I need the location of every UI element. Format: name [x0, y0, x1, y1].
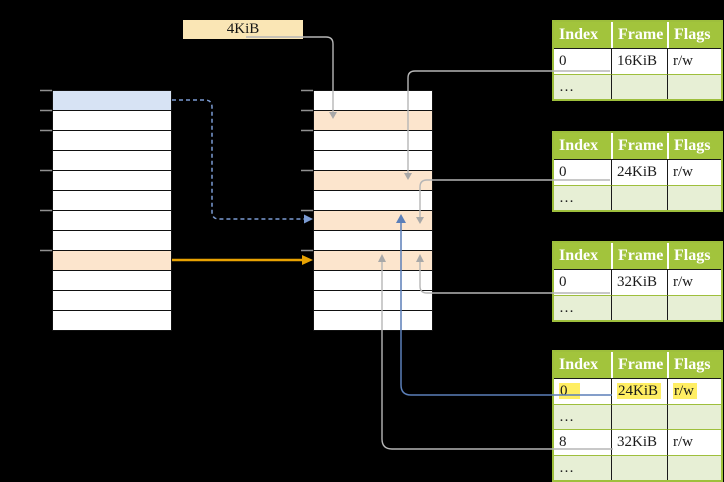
- memory-row-plain: [53, 151, 171, 171]
- memory-row-orange: [314, 211, 432, 231]
- column-header-frame: Frame: [611, 22, 667, 48]
- column-header-index: Index: [554, 243, 611, 269]
- table-cell: …: [554, 74, 611, 99]
- table-cell: …: [554, 185, 611, 210]
- memory-row-plain: [314, 231, 432, 251]
- column-header-flags: Flags: [667, 133, 721, 159]
- memory-row-plain: [53, 171, 171, 191]
- memory-row-plain: [53, 311, 171, 330]
- table-cell: …: [554, 295, 611, 320]
- table-cell: [667, 404, 721, 429]
- table-cell: 16KiB: [611, 48, 667, 74]
- table-row: …: [554, 455, 721, 480]
- memory-row-plain: [53, 111, 171, 131]
- table-row: …: [554, 185, 721, 210]
- table-cell: [611, 404, 667, 429]
- table-cell: r/w: [667, 378, 721, 404]
- column-header-flags: Flags: [667, 22, 721, 48]
- column-header-frame: Frame: [611, 243, 667, 269]
- memory-row-orange: [314, 251, 432, 271]
- table-cell: [611, 295, 667, 320]
- table-cell: 24KiB: [611, 159, 667, 185]
- table-row: …: [554, 295, 721, 320]
- memory-row-plain: [314, 291, 432, 311]
- table-cell: …: [554, 404, 611, 429]
- table-cell: [667, 455, 721, 480]
- page-size-label: 4KiB: [183, 20, 303, 39]
- table-cell: r/w: [667, 429, 721, 455]
- table-row: …: [554, 404, 721, 429]
- table-cell: 32KiB: [611, 269, 667, 295]
- memory-row-blue: [53, 91, 171, 111]
- table-cell: [611, 185, 667, 210]
- table-cell: [667, 74, 721, 99]
- table-cell: 0: [554, 378, 611, 404]
- memory-row-plain: [53, 271, 171, 291]
- arrow-leftrow8-to-row8: [172, 255, 313, 265]
- table-row: 0 24KiB r/w: [554, 378, 721, 404]
- table-cell: [667, 295, 721, 320]
- memory-row-plain: [53, 131, 171, 151]
- memory-row-plain: [53, 231, 171, 251]
- highlighted-value: r/w: [673, 383, 697, 399]
- table-cell: 0: [554, 269, 611, 295]
- table-cell: r/w: [667, 159, 721, 185]
- table-cell: [611, 455, 667, 480]
- page-table-ticks: [301, 89, 313, 252]
- page-table-column: [313, 90, 433, 331]
- table-row: …: [554, 74, 721, 99]
- table-cell: r/w: [667, 48, 721, 74]
- table-cell: 0: [554, 48, 611, 74]
- memory-row-plain: [53, 211, 171, 231]
- table-cell: 0: [554, 159, 611, 185]
- column-header-frame: Frame: [611, 352, 667, 378]
- arrow-leftrow0-to-row6: [172, 99, 313, 224]
- memory-row-orange: [314, 171, 432, 191]
- memory-row-orange: [314, 111, 432, 131]
- memory-row-plain: [314, 271, 432, 291]
- memory-row-orange: [53, 251, 171, 271]
- memory-row-plain: [314, 91, 432, 111]
- virtual-memory-column: [52, 90, 172, 331]
- highlighted-value: 0: [559, 383, 580, 399]
- table-cell: r/w: [667, 269, 721, 295]
- column-header-index: Index: [554, 22, 611, 48]
- table-cell: 24KiB: [611, 378, 667, 404]
- column-header-frame: Frame: [611, 133, 667, 159]
- column-header-index: Index: [554, 352, 611, 378]
- table-cell: [667, 185, 721, 210]
- table-cell: 32KiB: [611, 429, 667, 455]
- column-header-flags: Flags: [667, 352, 721, 378]
- column-header-index: Index: [554, 133, 611, 159]
- left-column-ticks: [40, 89, 52, 252]
- column-header-flags: Flags: [667, 243, 721, 269]
- table-cell: [611, 74, 667, 99]
- table-cell: 8: [554, 429, 611, 455]
- highlighted-value: 24KiB: [617, 383, 662, 399]
- memory-row-plain: [314, 191, 432, 211]
- memory-row-plain: [53, 291, 171, 311]
- memory-row-plain: [314, 151, 432, 171]
- memory-row-plain: [314, 311, 432, 330]
- memory-row-plain: [314, 131, 432, 151]
- memory-row-plain: [53, 191, 171, 211]
- table-cell: …: [554, 455, 611, 480]
